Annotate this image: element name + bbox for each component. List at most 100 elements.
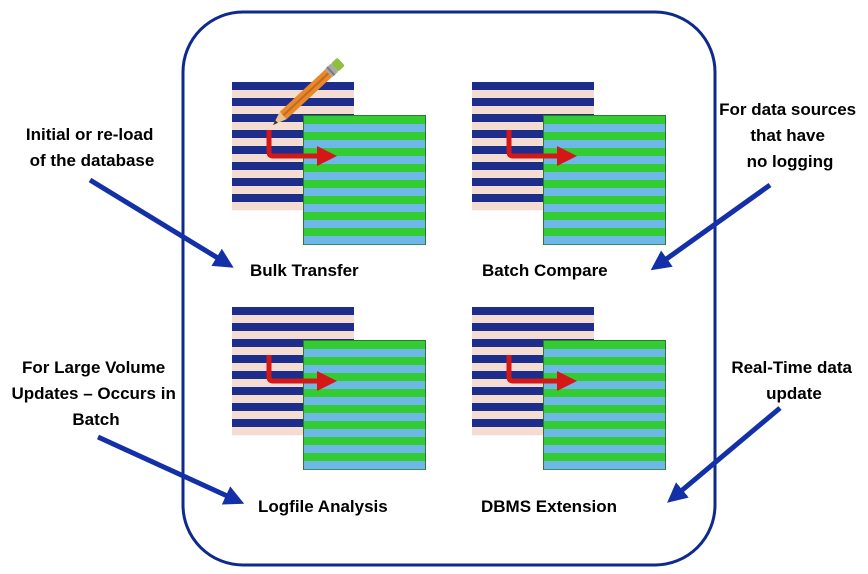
bulk-transfer-icon: [232, 82, 426, 245]
source-table-stripe: [472, 98, 594, 107]
target-table-stripe: [544, 148, 665, 157]
source-table-stripe: [232, 355, 354, 364]
transfer-arrow: [506, 130, 577, 166]
pointer-arrow-bulk-transfer: [88, 177, 234, 268]
target-table-stripe: [304, 148, 425, 157]
source-table-stripe: [472, 331, 594, 340]
source-table-stripe: [472, 82, 594, 91]
transfer-arrow: [506, 355, 577, 391]
note-large-volume: For Large Volume Updates – Occurs in Bat…: [11, 358, 180, 429]
pencil-icon: [273, 58, 344, 125]
pointer-arrow-logfile-analysis: [96, 434, 245, 505]
target-table-stripe: [544, 196, 665, 205]
source-table-stripe: [232, 114, 354, 123]
source-table-stripe: [232, 162, 354, 171]
target-table-stripe: [544, 124, 665, 133]
target-table-stripe: [304, 349, 425, 358]
source-table-stripe: [472, 170, 594, 179]
target-table-stripe: [304, 180, 425, 189]
target-table-stripe: [304, 236, 425, 245]
note-real-time: Real-Time data update: [731, 358, 856, 403]
target-table-stripe: [544, 140, 665, 149]
batch-compare-label: Batch Compare: [482, 261, 608, 280]
target-table-stripe: [544, 220, 665, 229]
target-table-stripe: [544, 453, 665, 462]
target-table-stripe: [544, 212, 665, 221]
note-initial-reload: Initial or re-load of the database: [26, 125, 158, 170]
target-table-stripe: [544, 461, 665, 470]
pointer-arrow-dbms-extension: [667, 406, 782, 503]
source-table-stripe: [472, 202, 594, 211]
source-table-stripe: [232, 427, 354, 436]
target-table-stripe: [304, 381, 425, 390]
target-table-stripe: [544, 445, 665, 454]
source-table-stripe: [472, 419, 594, 428]
source-table-stripe: [472, 411, 594, 420]
source-table-stripe: [472, 363, 594, 372]
source-table-stripe: [232, 331, 354, 340]
target-table-stripe: [544, 389, 665, 398]
source-table-stripe: [472, 130, 594, 139]
source-table-stripe: [232, 186, 354, 195]
target-table-stripe: [544, 341, 665, 350]
source-table-stripe: [472, 315, 594, 324]
source-table-stripe: [472, 307, 594, 316]
target-table-stripe: [544, 116, 665, 125]
target-table-stripe: [544, 421, 665, 430]
target-table-stripe: [304, 140, 425, 149]
target-table-stripe: [304, 453, 425, 462]
target-table-stripe: [304, 116, 425, 125]
target-table-stripe: [544, 373, 665, 382]
target-table-stripe: [544, 413, 665, 422]
target-table-stripe: [304, 461, 425, 470]
source-table-stripe: [472, 186, 594, 195]
dbms-extension-label: DBMS Extension: [481, 497, 617, 516]
source-table-stripe: [232, 411, 354, 420]
target-table-stripe: [304, 341, 425, 350]
source-table-stripe: [472, 114, 594, 123]
target-table-stripe: [304, 389, 425, 398]
source-table-stripe: [472, 323, 594, 332]
target-table-stripe: [304, 164, 425, 173]
target-table-stripe: [544, 156, 665, 165]
source-table-stripe: [232, 323, 354, 332]
target-table-stripe: [544, 188, 665, 197]
target-table-stripe: [544, 381, 665, 390]
source-table-stripe: [232, 395, 354, 404]
target-table-stripe: [304, 228, 425, 237]
target-table-stripe: [304, 445, 425, 454]
target-table-stripe: [304, 365, 425, 374]
transfer-arrow: [266, 355, 337, 391]
dbms-extension-icon: [472, 307, 666, 470]
target-table-stripe: [544, 204, 665, 213]
logfile-analysis-icon: [232, 307, 426, 470]
source-table-stripe: [232, 178, 354, 187]
source-table-stripe: [472, 339, 594, 348]
source-table-stripe: [232, 403, 354, 412]
target-table-stripe: [304, 405, 425, 414]
source-table-stripe: [232, 170, 354, 179]
source-table-stripe: [472, 194, 594, 203]
target-table-stripe: [304, 156, 425, 165]
source-table-stripe: [232, 347, 354, 356]
source-table-stripe: [472, 395, 594, 404]
logfile-analysis-label: Logfile Analysis: [258, 497, 388, 516]
source-table-stripe: [232, 130, 354, 139]
target-table-stripe: [304, 413, 425, 422]
system-boundary-frame: [181, 10, 717, 567]
source-table-stripe: [472, 427, 594, 436]
target-table-stripe: [304, 397, 425, 406]
target-table-stripe: [544, 357, 665, 366]
pointer-arrow-batch-compare: [650, 182, 772, 271]
target-table-stripe: [304, 188, 425, 197]
source-table-stripe: [232, 363, 354, 372]
target-table-stripe: [544, 349, 665, 358]
source-table-stripe: [472, 106, 594, 115]
source-table-stripe: [232, 387, 354, 396]
target-table-stripe: [544, 228, 665, 237]
target-table-stripe: [304, 132, 425, 141]
target-table-stripe: [544, 180, 665, 189]
bulk-transfer-label: Bulk Transfer: [250, 261, 359, 280]
source-table-stripe: [472, 162, 594, 171]
